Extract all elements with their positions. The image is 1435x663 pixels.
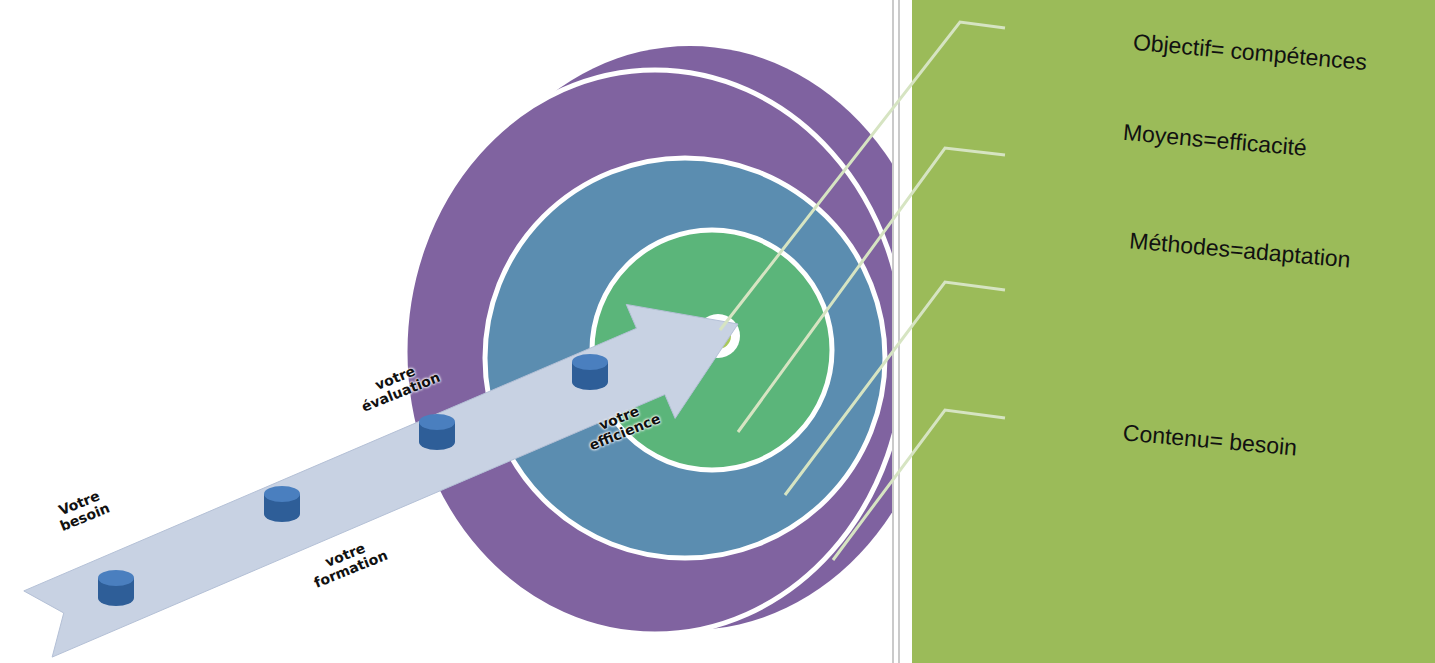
arrow-body (24, 304, 738, 657)
arrow-band: Votre besoinvotre formationvotre évaluat… (0, 0, 890, 663)
panel-border (898, 0, 900, 663)
arrow-band-outline (0, 0, 890, 663)
step-label: votre évaluation (351, 355, 445, 416)
cylinder-top (572, 354, 608, 370)
cylinder-top (264, 486, 300, 502)
cylinder-top (419, 414, 455, 430)
step-label: Votre besoin (35, 480, 129, 541)
panel-border (892, 0, 894, 663)
panel-fill (912, 0, 1435, 663)
cylinder-top (98, 570, 134, 586)
green-panel: Objectif= compétencesMoyens=efficacitéMé… (912, 0, 1435, 663)
green-panel-outline (912, 0, 1435, 663)
